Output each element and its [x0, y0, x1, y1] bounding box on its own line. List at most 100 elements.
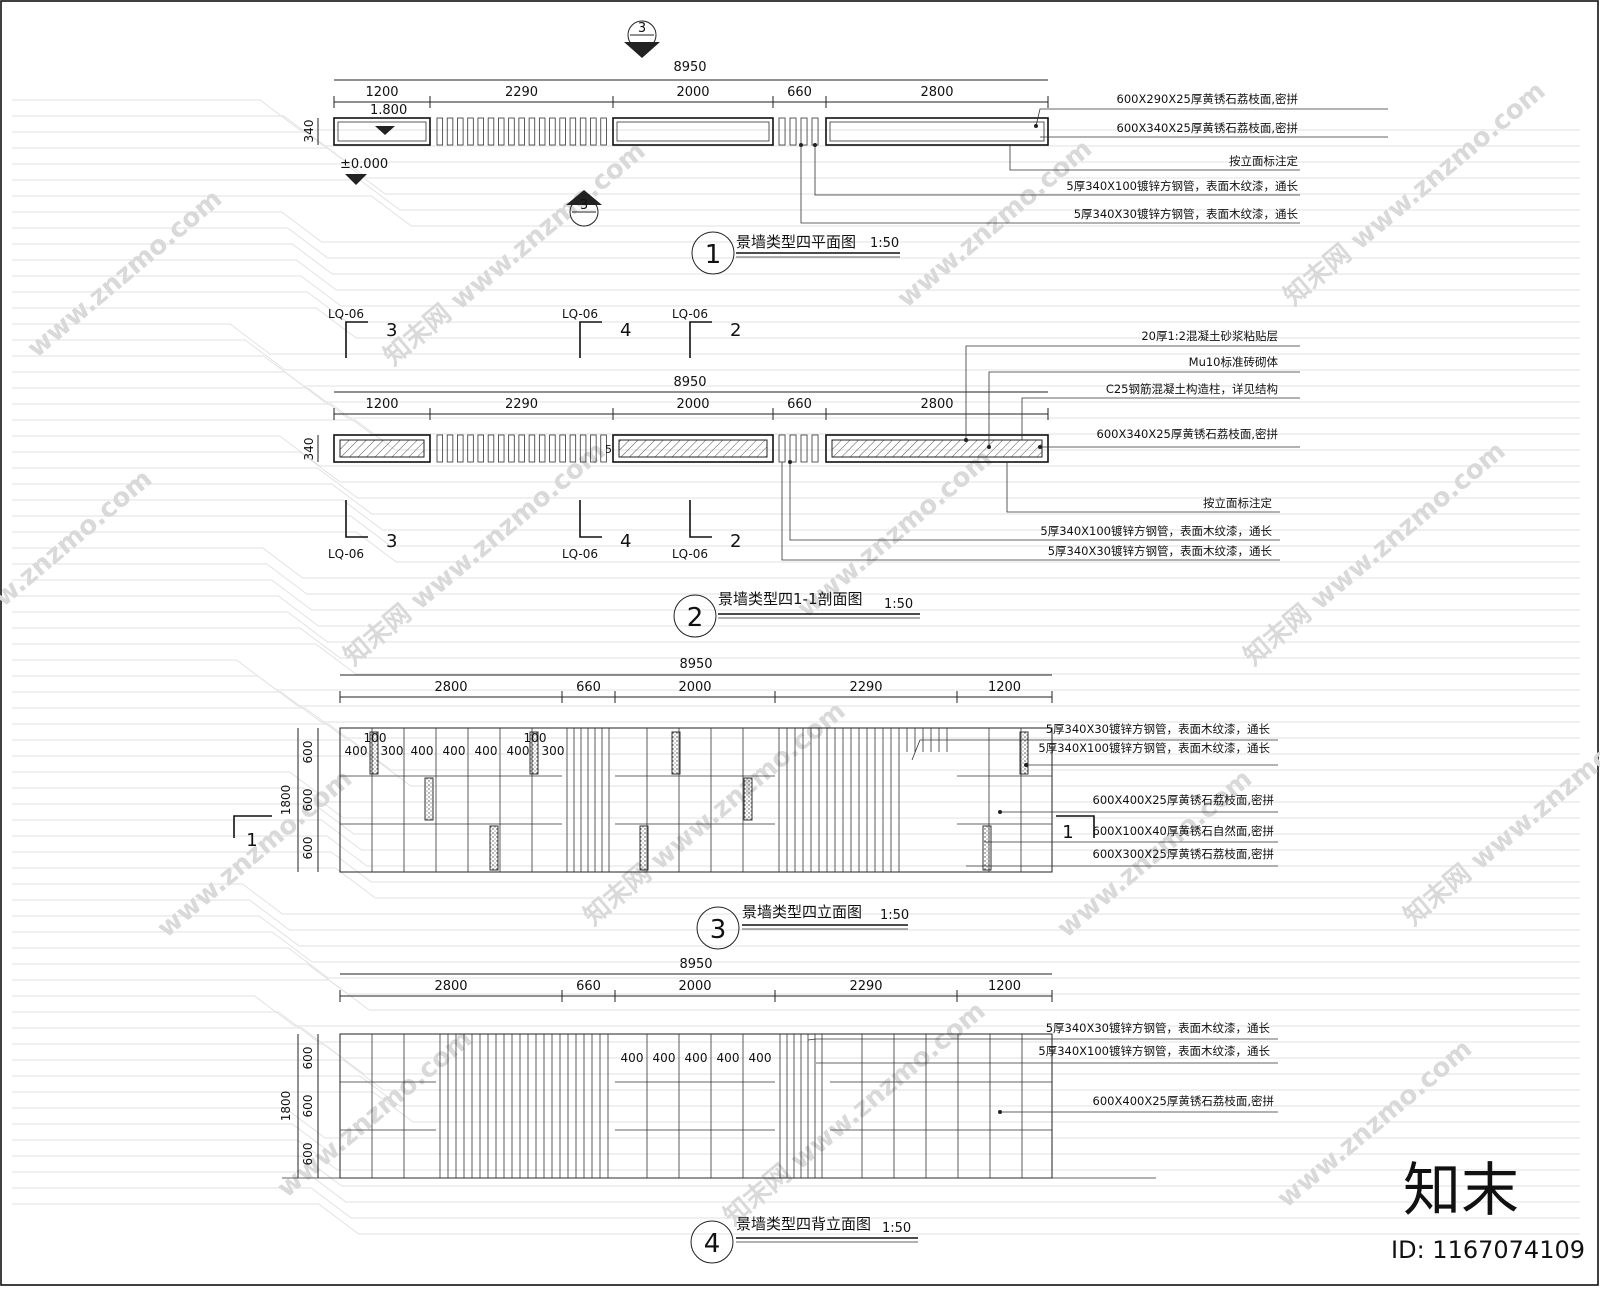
svg-text:300: 300 — [381, 744, 404, 758]
natural-stone-strip — [743, 777, 753, 821]
slat — [579, 434, 587, 463]
watermark-text: 知末网 www.znzmo.com — [1238, 436, 1511, 672]
section-gap: 5 — [605, 443, 612, 456]
slat — [467, 117, 474, 146]
svg-text:400: 400 — [475, 744, 498, 758]
plan-depth: 340 — [302, 120, 316, 143]
slat — [778, 434, 786, 463]
watermark-text: www.znzmo.com — [22, 184, 228, 364]
cut-number: 2 — [730, 531, 741, 552]
svg-text:400: 400 — [685, 1051, 708, 1065]
section-note-5: 按立面标注定 — [1203, 496, 1272, 510]
back-title: 景墙类型四背立面图 — [736, 1215, 871, 1233]
watermark-text: 知末网 www.znzmo.com — [378, 136, 651, 372]
svg-text:600: 600 — [301, 741, 315, 764]
plan-note-2: 600X340X25厚黄锈石荔枝面,密拼 — [1117, 121, 1298, 135]
plan-title: 景墙类型四平面图 — [736, 233, 856, 251]
elevation-scale: 1:50 — [880, 908, 909, 923]
slat — [508, 434, 515, 463]
back-note-2: 5厚340X100镀锌方钢管，表面木纹漆，通长 — [1038, 1044, 1270, 1058]
plan-note-5: 5厚340X30镀锌方钢管，表面木纹漆，通长 — [1074, 207, 1299, 221]
cut-number: 3 — [386, 531, 397, 552]
dim-label: 660 — [787, 397, 812, 412]
svg-text:1800: 1800 — [279, 1091, 293, 1122]
svg-text:400: 400 — [749, 1051, 772, 1065]
svg-text:340: 340 — [302, 438, 316, 461]
dim-label: 2000 — [678, 680, 711, 695]
slat — [569, 117, 577, 146]
svg-text:8950: 8950 — [673, 375, 706, 390]
dim-label: 660 — [787, 85, 812, 100]
cut-mark-top — [579, 321, 602, 358]
view-number: 2 — [687, 603, 704, 633]
section-note-3: C25钢筋混凝土构造柱，详见结构 — [1106, 382, 1278, 396]
slat — [487, 117, 495, 146]
natural-stone-strip — [529, 731, 539, 775]
plan-slats-a — [436, 117, 607, 146]
plan-scale: 1:50 — [870, 236, 899, 251]
slat — [467, 434, 474, 463]
dim-label: 1200 — [365, 85, 398, 100]
back-scale: 1:50 — [882, 1221, 911, 1236]
cut-number-left: 1 — [246, 830, 257, 851]
slat — [559, 434, 566, 463]
brand-logo: 知末 — [1403, 1156, 1519, 1224]
svg-text:600: 600 — [301, 837, 315, 860]
cut-code: LQ-06 — [672, 547, 708, 561]
svg-text:8950: 8950 — [679, 957, 712, 972]
section-note-7: 5厚340X30镀锌方钢管，表面木纹漆，通长 — [1048, 544, 1273, 558]
dim-label: 2000 — [676, 397, 709, 412]
view-number-circle — [691, 231, 735, 275]
slat — [538, 434, 546, 463]
svg-text:400: 400 — [345, 744, 368, 758]
slat — [778, 117, 786, 146]
cut-mark-bottom — [689, 500, 712, 538]
dim-total: 8950 — [673, 60, 706, 75]
dim-label: 2800 — [920, 397, 953, 412]
svg-text:100: 100 — [524, 731, 547, 745]
cut-number-right: 1 — [1062, 822, 1073, 843]
svg-text:3: 3 — [580, 198, 588, 213]
section-block-2 — [612, 434, 774, 463]
slat — [457, 434, 464, 463]
slat — [528, 434, 536, 463]
background-contour-lines — [12, 99, 1580, 1235]
cut-code: LQ-06 — [328, 307, 364, 321]
svg-text:600: 600 — [301, 1095, 315, 1118]
plan-note-1: 600X290X25厚黄锈石荔枝面,密拼 — [1117, 92, 1298, 106]
svg-text:1800: 1800 — [279, 785, 293, 816]
cut-code: LQ-06 — [562, 547, 598, 561]
slat — [590, 434, 597, 463]
view-number: 4 — [704, 1229, 721, 1259]
section-scale: 1:50 — [884, 597, 913, 612]
elev-note-3: 600X400X25厚黄锈石荔枝面,密拼 — [1093, 793, 1274, 807]
section-note-6: 5厚340X100镀锌方钢管，表面木纹漆，通长 — [1040, 524, 1272, 538]
section-title: 景墙类型四1-1剖面图 — [718, 590, 863, 608]
slat — [549, 434, 556, 463]
watermark-text: 知末网 www.znzmo.com — [1398, 696, 1600, 932]
natural-stone-strip — [671, 731, 681, 775]
section-mark-top: 3 — [624, 20, 660, 58]
slat — [811, 434, 819, 463]
slat — [436, 434, 444, 463]
dim-label: 660 — [576, 979, 601, 994]
image-id: ID: 1167074109 — [1391, 1236, 1585, 1264]
cut-mark-top — [345, 321, 368, 358]
slat — [800, 117, 808, 146]
dim-label: 2800 — [434, 680, 467, 695]
plan-block-3 — [825, 117, 1049, 146]
slat — [559, 117, 566, 146]
plan-note-3: 按立面标注定 — [1229, 154, 1298, 168]
dim-label: 2290 — [849, 680, 882, 695]
elevation-title: 景墙类型四立面图 — [742, 903, 862, 921]
slat — [446, 434, 454, 463]
slat — [789, 117, 797, 146]
svg-text:400: 400 — [717, 1051, 740, 1065]
